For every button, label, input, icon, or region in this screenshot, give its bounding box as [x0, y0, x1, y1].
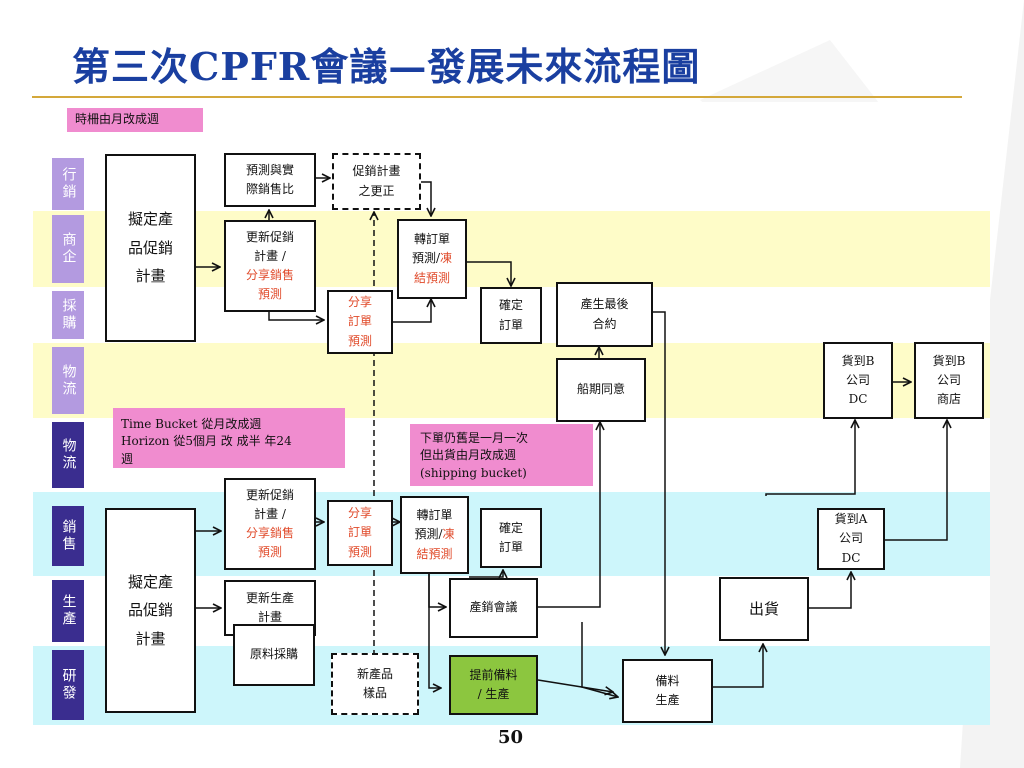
convert-order-1-text: 轉訂單 預測/ — [411, 232, 450, 266]
box-ship: 出貨 — [719, 577, 809, 641]
box-share-order-forecast-2: 分享 訂單 預測 — [327, 500, 393, 566]
arrow-contract-to-prep — [653, 311, 665, 655]
arrow-convert2-to-confirm — [469, 570, 503, 577]
arrow-ship-to-adc — [809, 572, 851, 609]
box-confirm-order-2: 確定 訂單 — [480, 508, 542, 568]
lane-label-rd: 研發 — [52, 650, 84, 720]
timefence-note: 時柵由月改成週 — [67, 108, 203, 132]
arrow-ship-to-bdc — [765, 420, 855, 496]
arrow-meeting-to-shipping — [538, 422, 600, 608]
convert-order-2-text: 轉訂單 預測/ — [414, 508, 453, 542]
flowchart-panel: 行銷 商企 採購 物流 物流 銷售 生產 研發 時柵由月改成週 Time Buc… — [33, 102, 990, 725]
lane-label-logistics-2: 物流 — [52, 422, 84, 488]
arrow-adc-to-bstore — [885, 420, 947, 541]
update-promo-1-text: 更新促銷 計畫 / — [245, 229, 294, 263]
lane-label-planning: 商企 — [52, 215, 84, 283]
box-goods-a-dc: 貨到A 公司 DC — [817, 508, 885, 570]
box-final-contract: 產生最後 合約 — [556, 282, 653, 347]
box-convert-order-1: 轉訂單 預測/凍 結預測 — [397, 219, 467, 299]
share-sales-forecast-2-text: 分享銷售 預測 — [245, 526, 294, 560]
box-goods-b-store: 貨到B 公司 商店 — [914, 342, 984, 419]
box-new-product-sample: 新產品 樣品 — [331, 653, 419, 715]
shipping-bucket-note: 下單仍舊是一月一次 但出貨由月改成週 (shipping bucket) — [410, 424, 593, 486]
box-shipping-agreement: 船期同意 — [556, 358, 646, 422]
box-goods-b-dc: 貨到B 公司 DC — [823, 342, 893, 419]
box-update-promo-1: 更新促銷 計畫 / 分享銷售 預測 — [224, 220, 316, 312]
box-forecast-vs-sales: 預測與實 際銷售比 — [224, 153, 316, 207]
box-prod-sales-meeting: 產銷會議 — [449, 578, 538, 638]
box-plan-promo-top: 擬定產 品促銷 計畫 — [105, 154, 196, 342]
arrow-convert-to-confirm — [465, 261, 511, 286]
arrow-meeting-to-prep — [581, 622, 618, 697]
freeze-forecast-1-text: 結預測 — [413, 270, 450, 285]
box-confirm-order-1: 確定 訂單 — [480, 287, 542, 344]
update-promo-2-text: 更新促銷 計畫 / — [245, 487, 294, 521]
box-raw-material-purchase: 原料採購 — [233, 624, 315, 686]
lane-label-logistics-1: 物流 — [52, 347, 84, 414]
page-number: 50 — [498, 727, 524, 748]
freeze-forecast-2-text: 結預測 — [416, 546, 453, 561]
time-bucket-note: Time Bucket 從月改成週 Horizon 從5個月 改 成半 年24 … — [113, 408, 345, 468]
arrow-convert2-to-meeting — [428, 574, 446, 607]
freeze-2-text: 凍 — [442, 527, 455, 542]
flow-arrows — [196, 102, 990, 725]
page-title: 第三次CPFR會議—發展未來流程圖 — [72, 44, 701, 89]
box-early-material-production: 提前備料 / 生產 — [449, 655, 538, 715]
arrow-convert2-to-early — [428, 574, 441, 688]
lane-label-purchasing: 採購 — [52, 291, 84, 339]
lane-label-sales: 銷售 — [52, 506, 84, 566]
arrow-share-order-to-convert — [393, 299, 431, 323]
arrow-correction-to-convert — [421, 181, 431, 216]
lane-label-marketing: 行銷 — [52, 158, 84, 210]
box-convert-order-2: 轉訂單 預測/凍 結預測 — [400, 496, 469, 574]
title-divider — [32, 96, 962, 98]
freeze-1-text: 凍 — [440, 251, 453, 266]
box-promo-correction: 促銷計畫 之更正 — [332, 153, 421, 210]
arrow-early-to-prep — [537, 679, 613, 692]
box-update-promo-2: 更新促銷 計畫 / 分享銷售 預測 — [224, 478, 316, 570]
share-sales-forecast-1-text: 分享銷售 預測 — [245, 268, 294, 302]
arrow-prep-to-ship — [713, 644, 763, 688]
box-share-order-forecast-1: 分享 訂單 預測 — [327, 290, 393, 354]
box-material-prep-production: 備料 生產 — [622, 659, 713, 723]
lane-label-production: 生產 — [52, 580, 84, 642]
box-plan-promo-bottom: 擬定產 品促銷 計畫 — [105, 508, 196, 713]
